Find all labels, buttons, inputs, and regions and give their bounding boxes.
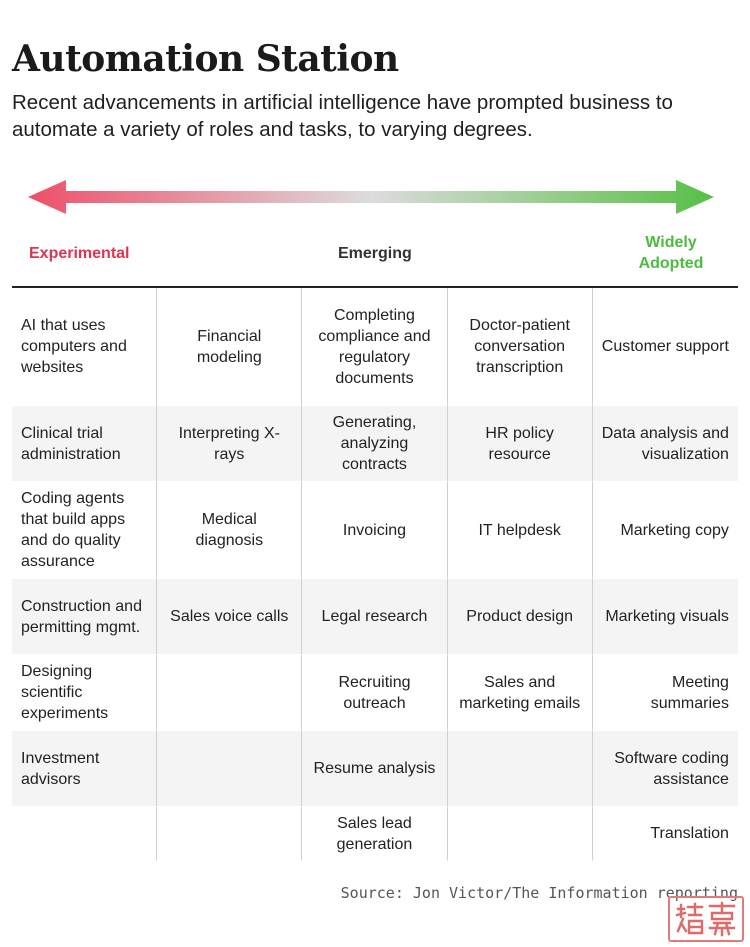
table-cell: Meeting summaries — [592, 655, 738, 731]
source-note: Source: Jon Victor/The Information repor… — [340, 884, 738, 902]
table-cell-text: Translation — [650, 825, 729, 842]
table-cell: Medical diagnosis — [157, 482, 303, 579]
table-cell: Designing scientific experiments — [12, 655, 158, 731]
table-cell-text: Interpreting X-rays — [178, 424, 280, 463]
table-cell: Sales voice calls — [157, 579, 303, 655]
table-cell: Generating, analyzing contracts — [302, 406, 448, 482]
table-cell-text: Clinical trial administration — [21, 424, 121, 463]
table-cell-text: Software coding assistance — [614, 749, 729, 788]
table-cell: Marketing copy — [592, 482, 738, 579]
double-arrow-icon — [28, 180, 714, 214]
table-cell-text: Marketing visuals — [605, 608, 729, 625]
adoption-table: AI that uses computers and websites Finan… — [12, 286, 738, 861]
table-cell-text: AI that uses computers and websites — [21, 317, 127, 376]
table-cell: Invoicing — [302, 482, 448, 579]
table-cell: Customer support — [592, 288, 738, 406]
table-cell — [447, 731, 593, 807]
table-cell: Software coding assistance — [592, 731, 738, 807]
table-cell — [157, 731, 303, 807]
table-cell: AI that uses computers and websites — [12, 288, 158, 406]
table-cell-text: Designing scientific experiments — [21, 663, 109, 722]
table-cell: Interpreting X-rays — [157, 406, 303, 482]
table-cell: Marketing visuals — [592, 579, 738, 655]
table-cell-text: Medical diagnosis — [195, 511, 264, 549]
table-cell-text: Data analysis and visualization — [601, 424, 729, 463]
table-cell-text: Sales lead generation — [336, 814, 413, 853]
emerging-label: Emerging — [338, 245, 412, 262]
table-cell: Coding agents that build apps and do qua… — [12, 482, 158, 579]
table-cell-text: IT helpdesk — [478, 521, 561, 539]
table-cell-text: Invoicing — [342, 521, 407, 539]
table-cell-text: Generating, analyzing contracts — [332, 414, 417, 473]
table-cell-text: Sales voice calls — [170, 608, 289, 625]
table-cell-text: HR policy resource — [485, 424, 554, 463]
table-cell-text: Financial modeling — [196, 327, 262, 366]
seal-glyph-icon — [675, 901, 736, 937]
page-title: Automation Station — [12, 38, 399, 80]
table-cell: Investment advisors — [12, 731, 158, 807]
adoption-scale-arrow — [28, 180, 714, 214]
information-logo-icon — [668, 896, 744, 942]
table-cell — [447, 807, 593, 861]
table-cell-text: Legal research — [321, 608, 428, 625]
table-cell — [157, 807, 303, 861]
table-cell: Clinical trial administration — [12, 406, 158, 482]
widely-adopted-label: Widely Adopted — [638, 234, 704, 272]
table-cell-text: Meeting summaries — [650, 673, 729, 712]
table-cell-text: Sales and marketing emails — [459, 673, 581, 712]
table-cell: Data analysis and visualization — [592, 406, 738, 482]
table-cell: Legal research — [302, 579, 448, 655]
table-cell-text: Investment advisors — [21, 749, 100, 788]
table-cell: Construction and permitting mgmt. — [12, 579, 158, 655]
table-cell-text: Customer support — [601, 338, 729, 355]
table-cell-text: Completing compliance and regulatory doc… — [318, 306, 431, 387]
table-cell: HR policy resource — [447, 406, 593, 482]
experimental-label: Experimental — [29, 245, 130, 262]
table-cell-text: Resume analysis — [313, 760, 436, 777]
table-cell: Sales lead generation — [302, 807, 448, 861]
table-cell-text: Construction and permitting mgmt. — [21, 597, 142, 636]
table-cell-text: Product design — [466, 608, 574, 625]
table-cell: Product design — [447, 579, 593, 655]
table-cell: Doctor-patient conversation transcriptio… — [447, 288, 593, 406]
table-cell: Completing compliance and regulatory doc… — [302, 288, 448, 406]
table-cell-text: Marketing copy — [620, 521, 729, 539]
table-cell: Sales and marketing emails — [447, 655, 593, 731]
table-cell: IT helpdesk — [447, 482, 593, 579]
table-cell-text: Doctor-patient conversation transcriptio… — [469, 317, 570, 376]
page-subtitle: Recent advancements in artificial intell… — [12, 91, 673, 141]
table-cell-text: Coding agents that build apps and do qua… — [21, 490, 126, 570]
table-cell: Financial modeling — [157, 288, 303, 406]
table-cell — [157, 655, 303, 731]
table-cell: Resume analysis — [302, 731, 448, 807]
table-cell: Recruiting outreach — [302, 655, 448, 731]
table-cell: Translation — [592, 807, 738, 861]
table-cell-text: Recruiting outreach — [338, 673, 411, 712]
table-cell — [12, 807, 158, 861]
